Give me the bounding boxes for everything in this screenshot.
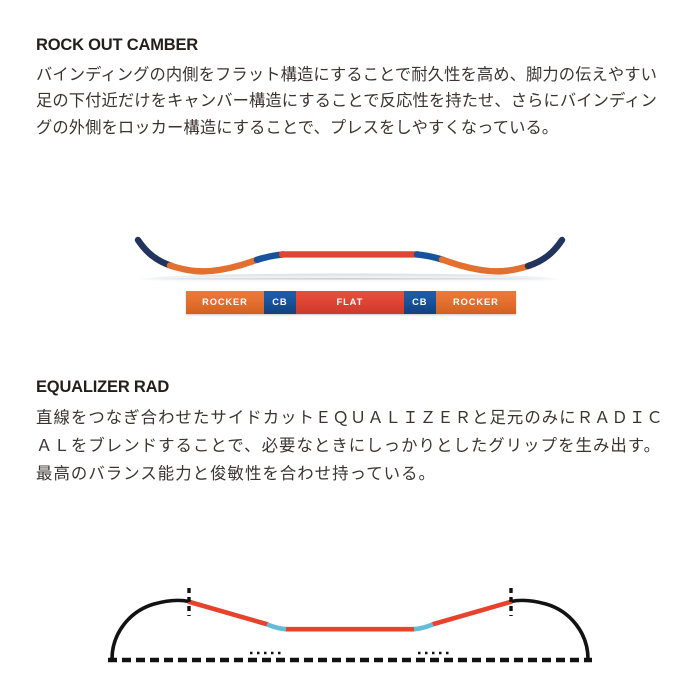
legend-segment-cb-right: CB <box>403 291 436 314</box>
section-equalizer-rad: EQUALIZER RAD 直線をつなぎ合わせたサイドカットＥＱＵＡＬＩＺＥＲと… <box>36 378 668 488</box>
equalizer-line-left <box>187 599 269 627</box>
legend-segment-cb-left: CB <box>263 291 296 314</box>
ground-shadow <box>136 273 564 285</box>
board-outline <box>110 598 590 661</box>
camber-profile-diagram <box>0 228 700 328</box>
baseline-group <box>108 651 592 663</box>
nose-outline-left <box>110 598 191 661</box>
board-profile <box>134 236 566 275</box>
section-rock-out-camber: ROCK OUT CAMBER バインディングの内側をフラット構造にすることで耐… <box>36 36 668 141</box>
radical-segments <box>266 622 434 632</box>
board-rocker-right <box>438 256 534 275</box>
legend-segment-flat: FLAT <box>295 291 404 314</box>
board-tip-right <box>524 236 566 270</box>
camber-legend-bar: ROCKER CB FLAT CB ROCKER <box>186 291 516 314</box>
page-title: ROCK OUT CAMBER <box>36 36 198 54</box>
radical-blend-left <box>266 622 287 632</box>
board-rocker-left <box>166 256 262 275</box>
binding-markers <box>187 588 513 616</box>
sidecut-diagram <box>0 570 700 680</box>
equalizer-line-right <box>431 599 513 627</box>
radical-blend-right <box>413 622 434 632</box>
section-body-text: バインディングの内側をフラット構造にすることで耐久性を高め、脚力の伝えやすい足の… <box>36 64 658 137</box>
section-body-text: 直線をつなぎ合わせたサイドカットＥＱＵＡＬＩＺＥＲと足元のみにＲＡＤＩＣＡＬをブ… <box>36 407 664 484</box>
board-tip-left <box>134 236 176 270</box>
equalizer-lines <box>187 599 513 632</box>
legend-segment-rocker-left: ROCKER <box>186 291 264 314</box>
page-title: EQUALIZER RAD <box>36 378 170 396</box>
tail-outline-right <box>509 598 590 661</box>
legend-segment-rocker-right: ROCKER <box>435 291 516 314</box>
